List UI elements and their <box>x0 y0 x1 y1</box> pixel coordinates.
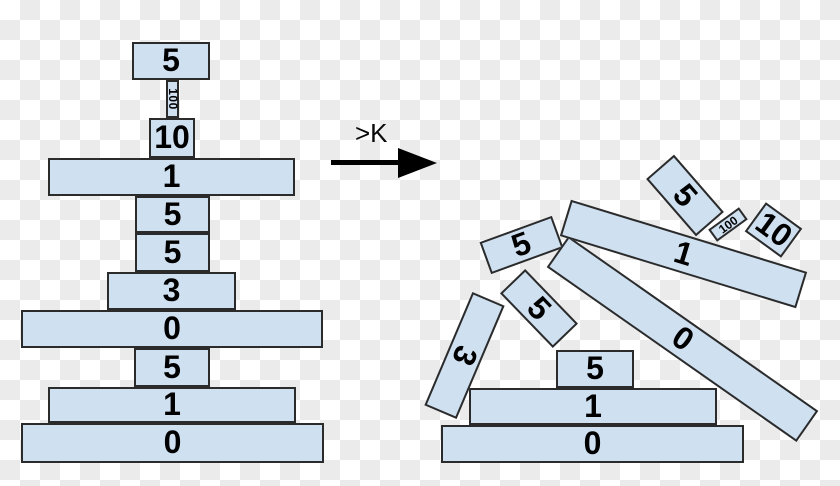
block-label: 5 <box>520 288 559 327</box>
tower-block-100: 100 <box>165 80 180 118</box>
tower-block-10: 10 <box>149 118 195 158</box>
pile-block-0: 0 <box>546 235 819 443</box>
block-label: 0 <box>665 318 701 359</box>
block-label: 0 <box>583 425 602 461</box>
block-label: 1 <box>584 387 602 424</box>
tower-block-3: 3 <box>107 272 236 310</box>
block-label: 100 <box>165 88 180 110</box>
arrow-head-icon <box>398 148 437 178</box>
tower-block-1: 1 <box>48 158 295 196</box>
pile-block-10: 10 <box>744 202 802 258</box>
block-label: 10 <box>154 119 190 155</box>
block-label: 5 <box>586 350 604 386</box>
pile-block-5: 5 <box>645 154 724 236</box>
block-label: 3 <box>162 272 181 308</box>
block-label: 5 <box>163 195 182 232</box>
tower-block-5: 5 <box>134 348 210 387</box>
block-label: 3 <box>445 340 486 372</box>
block-label: 100 <box>715 212 741 236</box>
tower-block-5: 5 <box>135 233 210 272</box>
tower-block-5: 5 <box>132 42 210 80</box>
block-label: 10 <box>748 204 799 255</box>
pile-block-5: 5 <box>556 350 634 388</box>
pile-block-1: 1 <box>559 199 807 309</box>
block-label: 1 <box>162 158 181 194</box>
pile-block-5: 5 <box>479 215 563 275</box>
transition-label: >K <box>355 118 388 148</box>
block-label: 1 <box>163 386 181 422</box>
pile-block-0: 0 <box>441 425 744 463</box>
block-label: 0 <box>163 424 182 460</box>
block-label: 5 <box>162 42 180 78</box>
block-label: 5 <box>163 233 182 270</box>
arrow-line <box>331 160 403 165</box>
pile-block-100: 100 <box>708 206 748 242</box>
tower-block-5: 5 <box>135 196 210 233</box>
block-label: 5 <box>163 348 181 385</box>
tower-block-0: 0 <box>21 423 324 463</box>
tower-block-0: 0 <box>21 310 323 348</box>
tower-block-1: 1 <box>48 387 296 423</box>
pile-block-5: 5 <box>500 268 578 348</box>
block-label: 1 <box>669 233 698 273</box>
pile-block-1: 1 <box>469 388 717 425</box>
block-label: 5 <box>665 175 705 213</box>
block-label: 0 <box>163 310 181 346</box>
block-label: 5 <box>506 224 536 265</box>
pile-block-3: 3 <box>424 292 505 419</box>
